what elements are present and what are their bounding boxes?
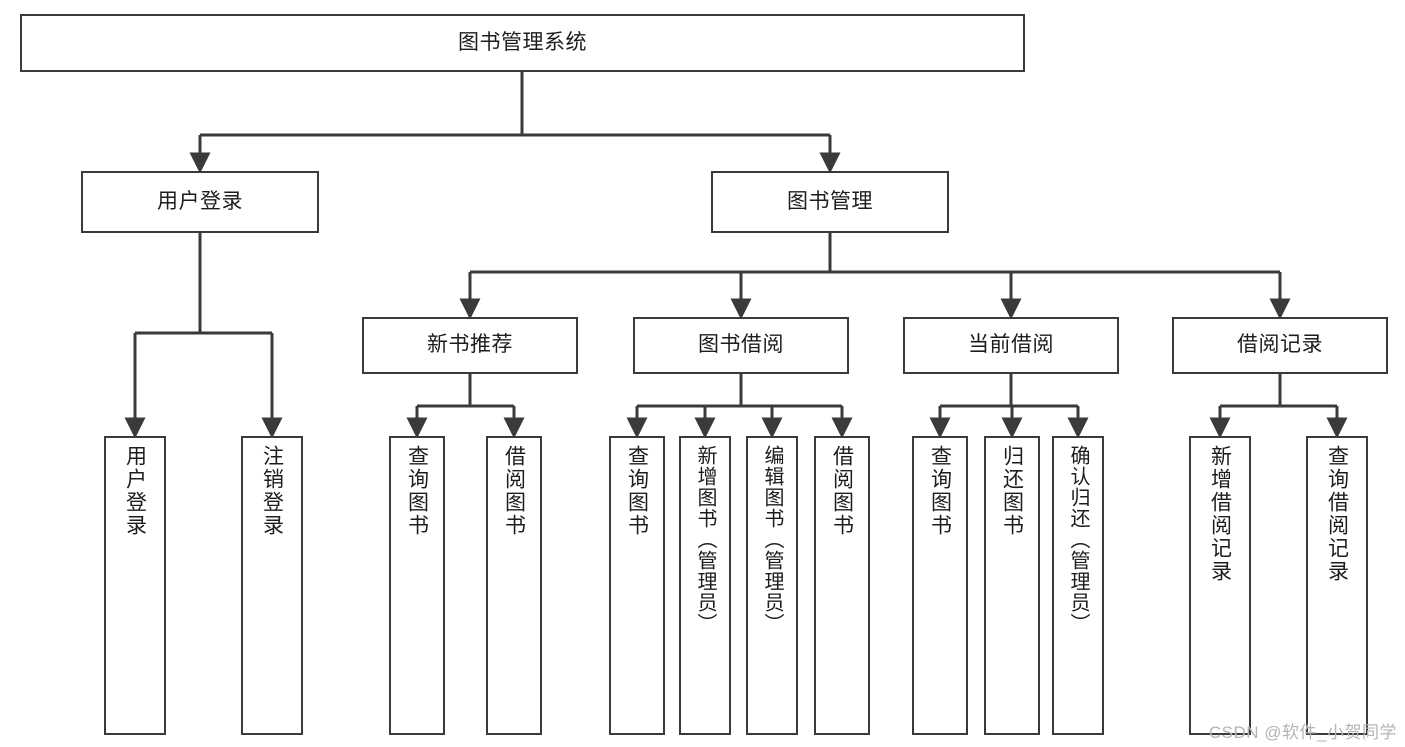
node-leaf-add-book[interactable]: 新增图书（管理员） <box>679 436 731 735</box>
node-leaf-query-book-3-label: 查询图书 <box>928 445 952 537</box>
node-new-book-recommend-label: 新书推荐 <box>427 333 513 357</box>
node-leaf-borrow-book-1[interactable]: 借阅图书 <box>486 436 542 735</box>
node-leaf-return-book-label: 归还图书 <box>1000 445 1024 537</box>
node-leaf-query-book-2[interactable]: 查询图书 <box>609 436 665 735</box>
node-root[interactable]: 图书管理系统 <box>20 14 1025 72</box>
node-leaf-return-book[interactable]: 归还图书 <box>984 436 1040 735</box>
node-leaf-borrow-book-2-label: 借阅图书 <box>830 445 854 537</box>
node-current-borrow[interactable]: 当前借阅 <box>903 317 1119 374</box>
node-user-login[interactable]: 用户登录 <box>81 171 319 233</box>
node-root-label: 图书管理系统 <box>458 30 587 54</box>
node-leaf-user-login-label: 用户登录 <box>123 445 147 537</box>
node-leaf-add-borrow-record-label: 新增借阅记录 <box>1208 445 1232 583</box>
node-leaf-query-book-1-label: 查询图书 <box>405 445 429 537</box>
node-leaf-borrow-book-2[interactable]: 借阅图书 <box>814 436 870 735</box>
node-new-book-recommend[interactable]: 新书推荐 <box>362 317 578 374</box>
node-book-borrow-label: 图书借阅 <box>698 333 784 357</box>
node-leaf-confirm-return[interactable]: 确认归还（管理员） <box>1052 436 1104 735</box>
node-leaf-query-borrow-record[interactable]: 查询借阅记录 <box>1306 436 1368 735</box>
node-leaf-confirm-return-label: 确认归还（管理员） <box>1067 445 1089 634</box>
node-leaf-user-login[interactable]: 用户登录 <box>104 436 166 735</box>
node-book-manage-label: 图书管理 <box>787 189 873 213</box>
node-leaf-logout-login[interactable]: 注销登录 <box>241 436 303 735</box>
node-borrow-record[interactable]: 借阅记录 <box>1172 317 1388 374</box>
node-current-borrow-label: 当前借阅 <box>968 333 1054 357</box>
node-leaf-logout-login-label: 注销登录 <box>260 445 284 537</box>
node-leaf-query-book-2-label: 查询图书 <box>625 445 649 537</box>
node-leaf-edit-book[interactable]: 编辑图书（管理员） <box>746 436 798 735</box>
node-leaf-add-borrow-record[interactable]: 新增借阅记录 <box>1189 436 1251 735</box>
node-leaf-add-book-label: 新增图书（管理员） <box>694 445 716 634</box>
node-leaf-edit-book-label: 编辑图书（管理员） <box>761 445 783 634</box>
node-leaf-query-book-1[interactable]: 查询图书 <box>389 436 445 735</box>
node-user-login-label: 用户登录 <box>157 189 243 213</box>
node-leaf-borrow-book-1-label: 借阅图书 <box>502 445 526 537</box>
node-borrow-record-label: 借阅记录 <box>1237 333 1323 357</box>
node-book-manage[interactable]: 图书管理 <box>711 171 949 233</box>
node-book-borrow[interactable]: 图书借阅 <box>633 317 849 374</box>
node-leaf-query-borrow-record-label: 查询借阅记录 <box>1325 445 1349 583</box>
watermark: CSDN @软件_小贺同学 <box>1208 723 1397 742</box>
node-leaf-query-book-3[interactable]: 查询图书 <box>912 436 968 735</box>
